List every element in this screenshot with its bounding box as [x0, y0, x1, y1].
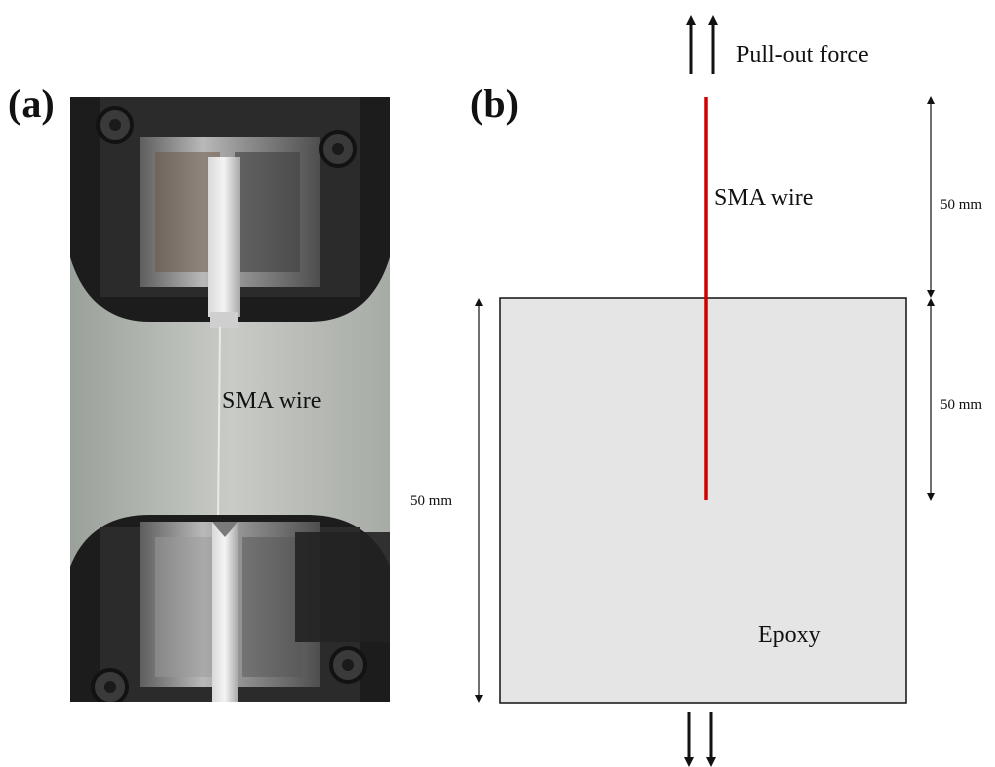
- epoxy-block: [499, 297, 907, 704]
- upper-grip: [70, 97, 390, 328]
- free-length-label: 50 mm: [940, 197, 983, 213]
- photo-wire-label: SMA wire: [222, 388, 322, 414]
- panel-a-label: (a): [8, 81, 55, 126]
- block-height-label: 50 mm: [410, 493, 453, 509]
- sma-wire-photo: [217, 326, 221, 523]
- embedded-length-label: 50 mm: [940, 397, 983, 413]
- schematic-wire-label: SMA wire: [714, 185, 814, 211]
- lower-grip: [70, 515, 390, 702]
- test-setup-photo: [70, 97, 390, 702]
- panel-b-label: (b): [470, 81, 519, 126]
- pull-out-force-label: Pull-out force: [736, 42, 869, 68]
- epoxy-label: Epoxy: [758, 622, 821, 648]
